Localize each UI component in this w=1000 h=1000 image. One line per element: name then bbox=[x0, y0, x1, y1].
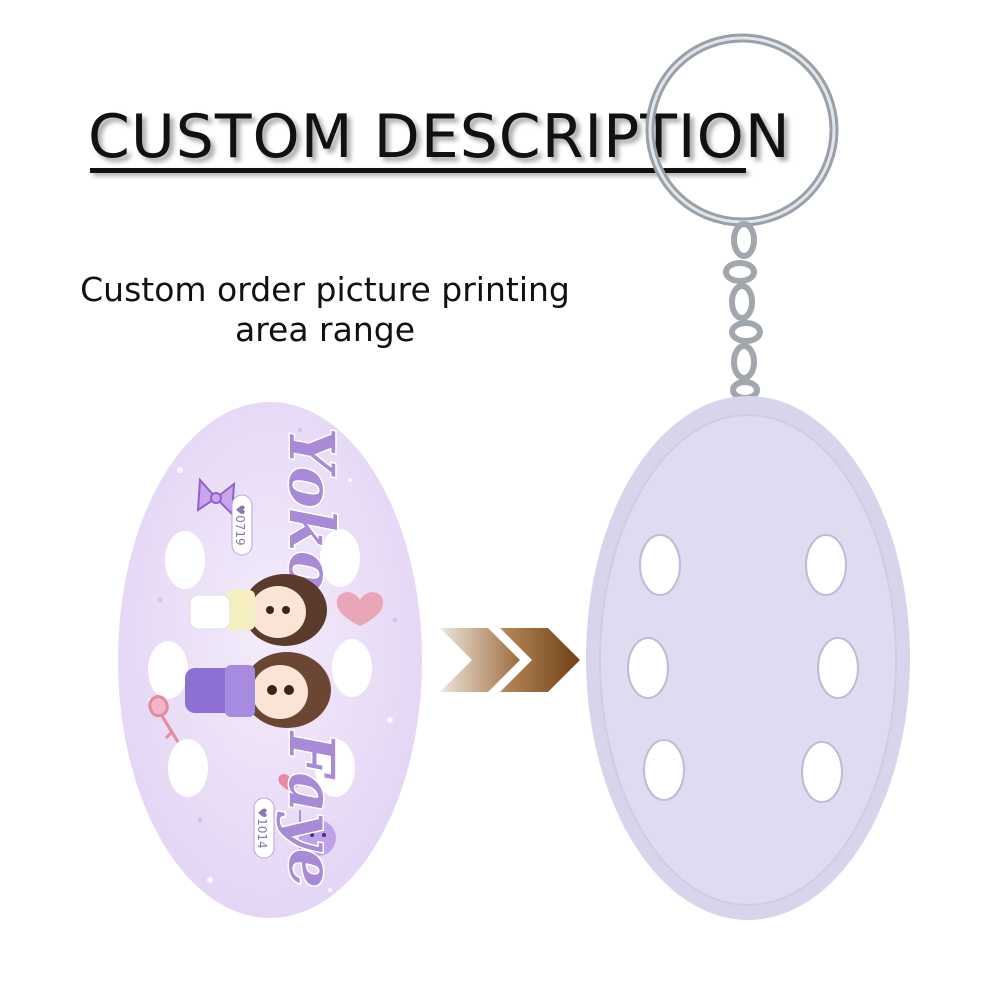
chevron-arrow-icon bbox=[440, 628, 580, 692]
title-underline bbox=[90, 168, 746, 173]
keychain-pegs bbox=[627, 534, 859, 803]
page-title: CUSTOM DESCRIPTION bbox=[88, 102, 791, 172]
chibi-characters bbox=[185, 574, 331, 728]
date-top: ♥0719 bbox=[233, 504, 247, 545]
date-bottom: ♥1014 bbox=[255, 807, 269, 848]
subtitle: Custom order picture printing area range bbox=[80, 270, 570, 349]
key-icon bbox=[148, 695, 180, 743]
name-top: Yoko bbox=[275, 428, 348, 593]
bow-icon bbox=[196, 477, 236, 517]
heart-icon bbox=[336, 592, 384, 626]
keychain bbox=[586, 33, 910, 920]
balloon-character bbox=[299, 810, 336, 856]
name-bottom: Faye bbox=[275, 730, 348, 888]
printed-insert: Yoko ♥0719 Faye ♥1014 bbox=[118, 402, 422, 918]
